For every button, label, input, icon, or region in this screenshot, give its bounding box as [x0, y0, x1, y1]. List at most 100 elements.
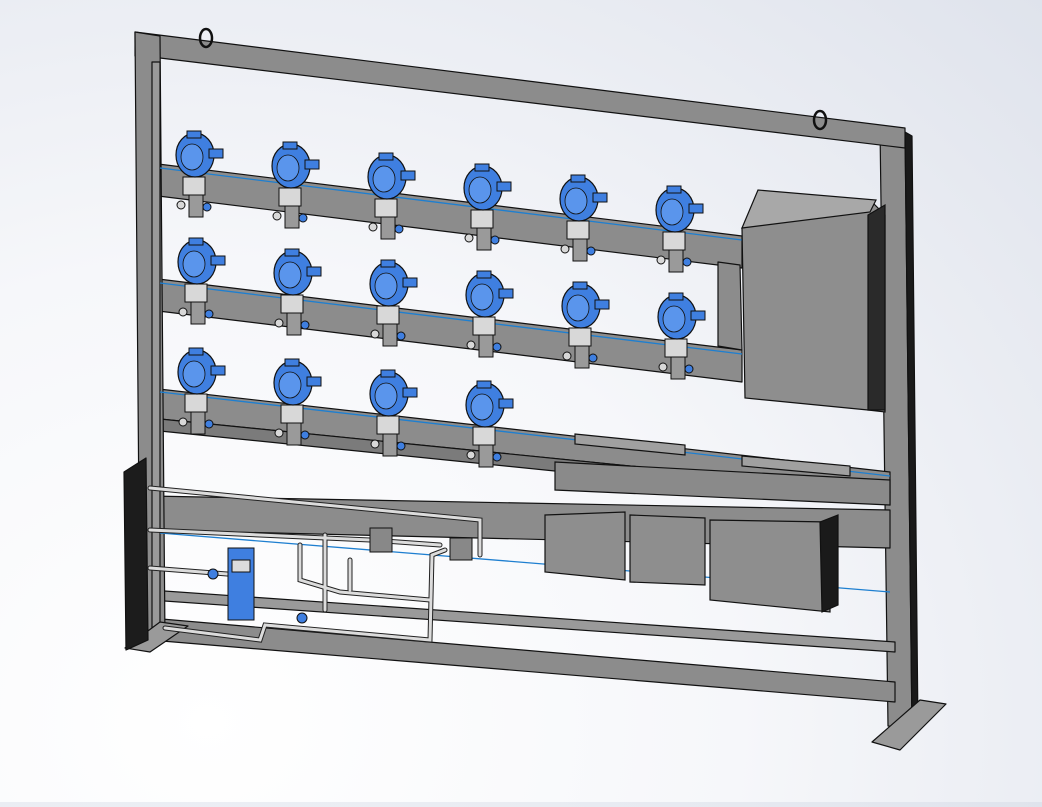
cable-gland: [498, 288, 514, 299]
power-box-1: [544, 511, 626, 581]
transmitter-cover: [276, 154, 300, 182]
manifold: [566, 220, 590, 240]
pressure-transmitter[interactable]: [559, 174, 608, 262]
transmitter-cover: [278, 371, 302, 399]
housing-cap: [188, 237, 204, 246]
fitting-icon: [394, 224, 404, 234]
housing-cap: [668, 292, 684, 301]
manifold: [374, 198, 398, 218]
pressure-transmitter[interactable]: [367, 152, 416, 240]
pressure-transmitter[interactable]: [657, 292, 706, 380]
housing-cap: [282, 141, 298, 150]
housing-cap: [476, 380, 492, 389]
transmitter-cover: [278, 261, 302, 289]
lifting-eye-left: [198, 27, 214, 49]
fitting-icon: [272, 211, 282, 221]
housing-cap: [572, 281, 588, 290]
transmitter-cover: [182, 360, 206, 388]
fitting-icon: [274, 428, 284, 438]
fitting-icon: [274, 318, 284, 328]
beam-row-2: [149, 277, 743, 383]
lower-tray: [554, 461, 891, 506]
valve-body: [286, 422, 302, 446]
pressure-transmitter[interactable]: [271, 141, 320, 229]
pressure-transmitter[interactable]: [177, 347, 226, 435]
fitting-icon: [562, 351, 572, 361]
housing-cap: [284, 248, 300, 257]
manifold: [568, 327, 592, 347]
fitting-icon: [560, 244, 570, 254]
pressure-transmitter[interactable]: [465, 270, 514, 358]
cable-gland: [306, 376, 322, 387]
fitting-icon: [300, 320, 310, 330]
cable-gland: [496, 181, 512, 192]
transmitter-cover: [468, 176, 492, 204]
transmitter-cover: [662, 305, 686, 333]
housing-cap: [570, 174, 586, 183]
valve-actuator-2: [449, 537, 473, 561]
fitting-icon: [490, 235, 500, 245]
power-box-2: [629, 514, 706, 586]
housing-cap: [378, 152, 394, 161]
cable-gland: [306, 266, 322, 277]
cable-gland: [402, 387, 418, 398]
cable-gland: [690, 310, 706, 321]
transmitter-cover: [566, 294, 590, 322]
fitting-icon: [466, 340, 476, 350]
transmitters: [175, 130, 706, 468]
enclosures: [544, 189, 891, 613]
valve-body: [284, 205, 300, 229]
manifold: [470, 209, 494, 229]
pressure-transmitter[interactable]: [177, 237, 226, 325]
beam-row-1: [149, 162, 743, 269]
fitting-icon: [492, 342, 502, 352]
valve-body: [188, 194, 204, 218]
manifold: [278, 187, 302, 207]
fitting-icon: [204, 309, 214, 319]
power-box-3: [709, 519, 831, 613]
valve-body: [574, 345, 590, 369]
pressure-transmitter[interactable]: [175, 130, 224, 218]
valve-actuator-1: [369, 527, 393, 553]
cable-gland: [592, 192, 608, 203]
fitting-icon: [178, 307, 188, 317]
fitting-icon: [586, 246, 596, 256]
housing-cap: [380, 369, 396, 378]
housing-cap: [186, 130, 202, 139]
transmitter-cover: [372, 165, 396, 193]
pressure-transmitter[interactable]: [273, 248, 322, 336]
lifting-eye-right: [812, 109, 828, 131]
valve-body: [478, 444, 494, 468]
cable-gland: [210, 255, 226, 266]
manifold: [472, 426, 496, 446]
fitting-icon: [466, 450, 476, 460]
pressure-transmitter[interactable]: [273, 358, 322, 446]
cable-gland: [208, 148, 224, 159]
pressure-transmitter[interactable]: [655, 185, 704, 273]
filter-regulator: [227, 547, 255, 621]
manifold: [184, 283, 208, 303]
pressure-transmitter[interactable]: [561, 281, 610, 369]
fitting-icon: [368, 222, 378, 232]
pressure-transmitter[interactable]: [369, 259, 418, 347]
cable-gland: [594, 299, 610, 310]
valve-body: [382, 433, 398, 457]
fitting-icon: [202, 202, 212, 212]
valve-body: [190, 301, 206, 325]
pressure-transmitter[interactable]: [369, 369, 418, 457]
fitting-icon: [684, 364, 694, 374]
pressure-transmitter[interactable]: [463, 163, 512, 251]
fitting-icon: [492, 452, 502, 462]
valve-body: [476, 227, 492, 251]
fitting-icon: [682, 257, 692, 267]
manifold: [184, 393, 208, 413]
left-post-inner: [151, 61, 161, 637]
cable-gland: [304, 159, 320, 170]
cable-gland: [210, 365, 226, 376]
housing-cap: [666, 185, 682, 194]
cable-gland: [498, 398, 514, 409]
valve-body: [478, 334, 494, 358]
pressure-transmitter[interactable]: [465, 380, 514, 468]
transmitter-cover: [470, 283, 494, 311]
